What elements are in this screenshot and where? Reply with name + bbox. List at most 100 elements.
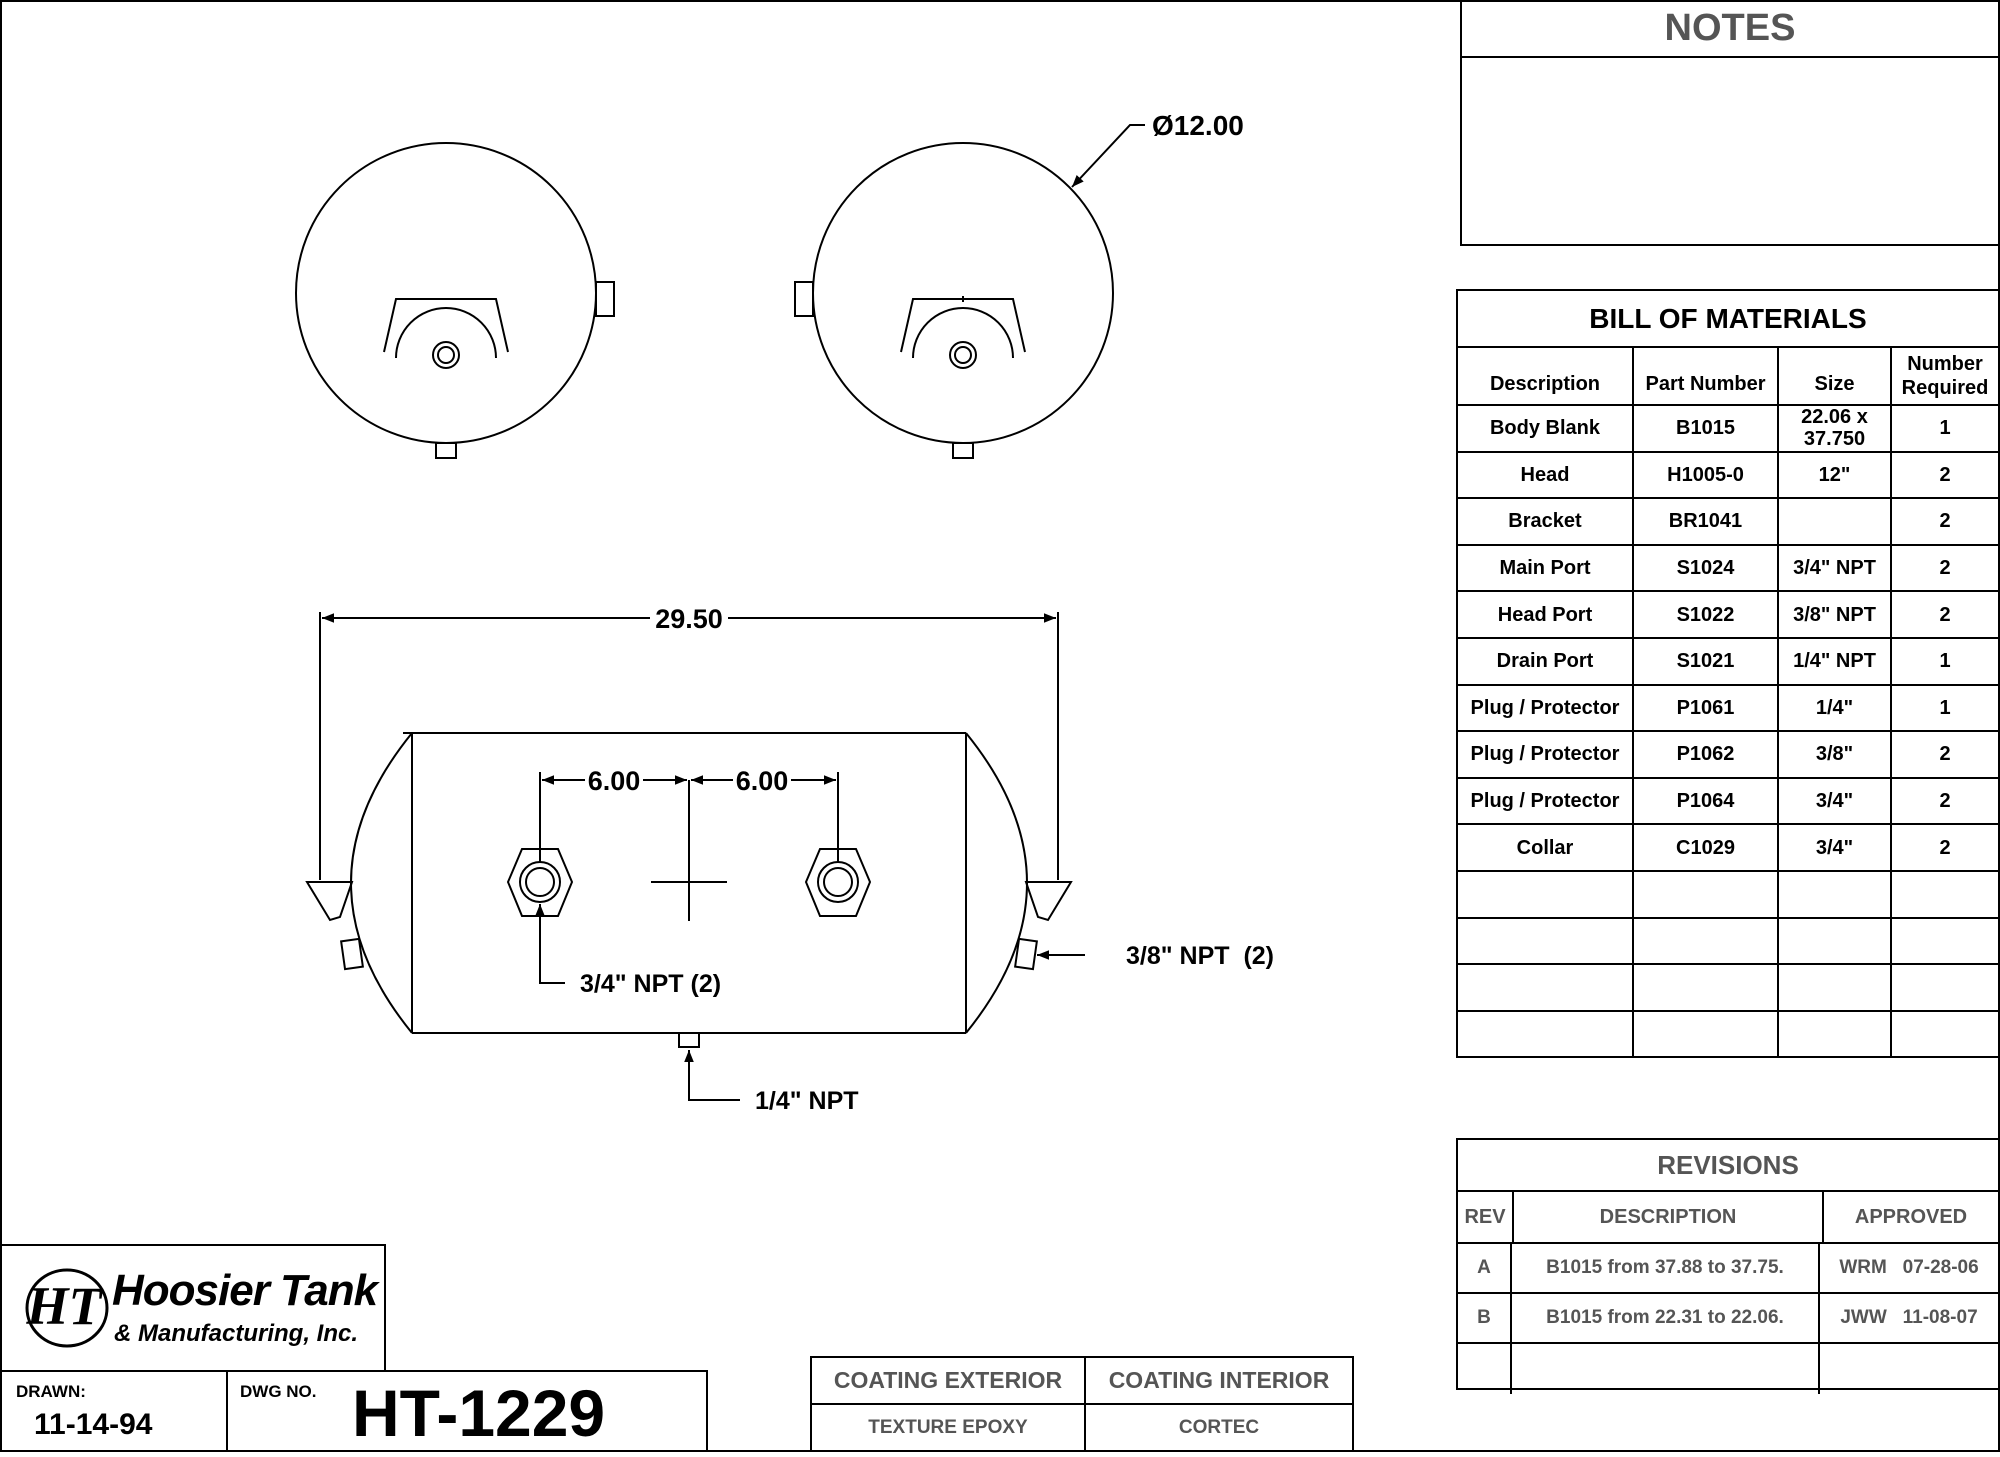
bom-row [1458, 871, 1998, 919]
bom-cell-size [1779, 499, 1892, 544]
dwg-number: HT-1229 [352, 1376, 606, 1450]
bom-cell-size: 3/8" NPT [1779, 592, 1892, 637]
bom-cell-description: Plug / Protector [1458, 732, 1634, 777]
head-port-callout: 3/8" NPT (2) [1126, 942, 1274, 970]
coating-exterior-label: COATING EXTERIOR [812, 1358, 1086, 1403]
end-view-left [295, 142, 615, 459]
revision-rev: A [1458, 1244, 1512, 1292]
coating-interior-value: CORTEC [1178, 1416, 1260, 1438]
drawn-cell: DRAWN: 11-14-94 [0, 1372, 228, 1450]
bom-cell-number-required: 2 [1939, 603, 1951, 626]
bom-cell-part-number: P1064 [1634, 778, 1779, 824]
bom-cell-description: Body Blank [1458, 406, 1634, 451]
notes-box: NOTES [1460, 0, 2000, 246]
bom-cell-part-number [1634, 965, 1779, 1010]
bom-header-number-required: Number Required [1901, 353, 1989, 399]
company-monogram: HT [25, 1268, 109, 1348]
bom-cell-description: Plug / Protector [1458, 685, 1634, 731]
diameter-dim-label: Ø12.00 [1152, 110, 1244, 141]
bom-cell-size: 12" [1779, 452, 1892, 498]
coating-box: COATING EXTERIOR COATING INTERIOR TEXTUR… [810, 1356, 1354, 1450]
bom-cell-part-number: P1061 [1634, 685, 1779, 731]
bom-row [1458, 1011, 1998, 1059]
bom-cell-number-required: 1 [1939, 650, 1951, 673]
bom-cell-description: Head Port [1458, 592, 1634, 637]
diameter-leader [1071, 124, 1145, 188]
revision-description: B1015 from 37.88 to 37.75. [1512, 1244, 1820, 1292]
bom-cell-size [1779, 965, 1892, 1010]
bom-cell-size: 1/4" [1779, 685, 1892, 731]
bom-cell-part-number: C1029 [1634, 825, 1779, 870]
rev-header-description: DESCRIPTION [1514, 1192, 1824, 1242]
port-spacing-dimension [539, 772, 839, 862]
main-port-callout: 3/4" NPT (2) [580, 970, 721, 998]
bom-cell-number-required: 2 [1939, 510, 1951, 533]
drawn-label: DRAWN: [16, 1382, 86, 1401]
coating-exterior-value: TEXTURE EPOXY [812, 1405, 1086, 1450]
drain-port-callout: 1/4" NPT [755, 1087, 859, 1115]
bom-header-part-number: Part Number [1634, 348, 1779, 404]
bom-cell-part-number [1634, 871, 1779, 917]
bom-cell-part-number: BR1041 [1634, 499, 1779, 544]
bom-cell-number-required [1892, 1012, 1998, 1059]
coating-value-row: TEXTURE EPOXY CORTEC [812, 1405, 1352, 1450]
spacing-left-label: 6.00 [588, 766, 641, 796]
title-block: DRAWN: 11-14-94 DWG NO. HT-1229 [0, 1370, 708, 1450]
tank-side-view [305, 732, 1073, 1048]
bom-title: BILL OF MATERIALS [1458, 291, 1998, 348]
coating-interior-label: COATING INTERIOR [1108, 1367, 1330, 1393]
bom-cell-description [1458, 871, 1634, 917]
drawn-date: 11-14-94 [34, 1408, 153, 1441]
revision-rev: B [1458, 1294, 1512, 1342]
bom-cell-size [1779, 918, 1892, 964]
bom-cell-number-required [1892, 872, 1998, 917]
rev-header-approved: APPROVED [1854, 1205, 1968, 1228]
company-logo-box: HT Hoosier Tank & Manufacturing, Inc. [0, 1244, 386, 1370]
coating-header-row: COATING EXTERIOR COATING INTERIOR [812, 1358, 1352, 1405]
bom-cell-description: Head [1458, 452, 1634, 498]
revision-approved: WRM 07-28-06 [1839, 1257, 1979, 1278]
revision-approved [1820, 1344, 1998, 1394]
bom-cell-size [1779, 871, 1892, 917]
bom-cell-size: 3/4" [1779, 778, 1892, 824]
bom-cell-description: Collar [1458, 825, 1634, 870]
bom-cell-description: Drain Port [1458, 638, 1634, 684]
end-view-right [794, 142, 1114, 459]
bom-header-description: Description [1458, 348, 1634, 404]
bom-cell-part-number [1634, 1011, 1779, 1059]
bom-cell-number-required: 2 [1939, 463, 1951, 486]
bom-cell-part-number: P1062 [1634, 732, 1779, 777]
bom-cell-description: Bracket [1458, 499, 1634, 544]
dwg-label: DWG NO. [240, 1382, 317, 1401]
length-dim-label: 29.50 [655, 604, 723, 634]
revision-rev [1458, 1344, 1512, 1394]
revision-row [1458, 1344, 1998, 1394]
revisions-header-row: REV DESCRIPTION APPROVED [1458, 1192, 1998, 1244]
bom-cell-number-required [1892, 919, 1998, 964]
bom-cell-size: 1/4" NPT [1779, 638, 1892, 684]
bom-cell-description: Main Port [1458, 545, 1634, 591]
notes-title: NOTES [1462, 0, 1998, 58]
bom-cell-part-number: B1015 [1634, 406, 1779, 451]
bom-cell-number-required: 1 [1939, 696, 1951, 719]
bom-cell-number-required [1892, 965, 1998, 1010]
bom-row [1458, 965, 1998, 1012]
callout-leaders [535, 904, 1085, 1101]
bom-header-row: Description Part Number Size Number Requ… [1458, 348, 1998, 406]
bom-cell-part-number: S1024 [1634, 545, 1779, 591]
bom-cell-size: 3/8" [1779, 732, 1892, 777]
bom-cell-size: 3/4" NPT [1779, 545, 1892, 591]
revision-description [1512, 1344, 1820, 1394]
bom-cell-number-required: 2 [1939, 557, 1951, 580]
company-subname: & Manufacturing, Inc. [114, 1320, 359, 1347]
bom-row [1458, 918, 1998, 966]
